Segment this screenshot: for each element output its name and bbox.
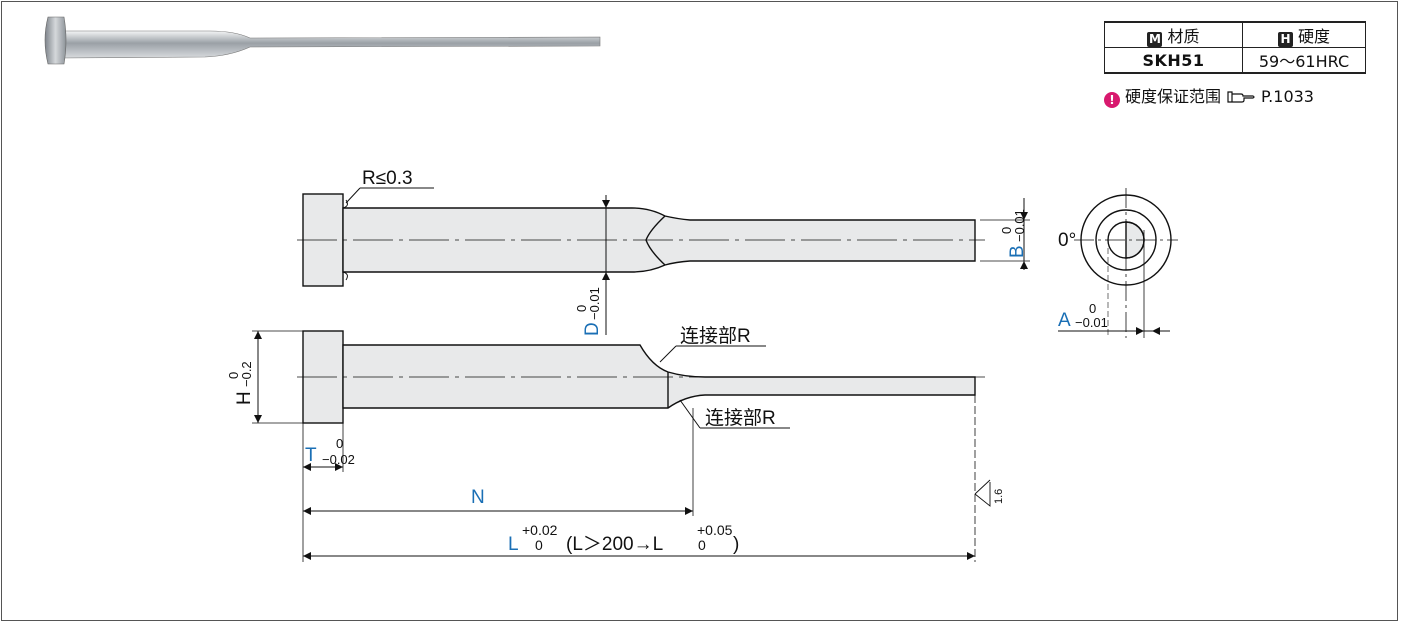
hardness-header: 硬度 <box>1297 27 1330 46</box>
spec-table-row: SKH51 59～61HRC <box>1104 47 1366 74</box>
angle-label: 0° <box>1058 230 1076 251</box>
note-text: 硬度保证范围 <box>1125 87 1222 106</box>
warning-icon: ! <box>1104 92 1120 108</box>
l-tol-lower: 0 <box>535 537 543 553</box>
t-label: T <box>305 445 317 466</box>
l-condition: (L＞200→L <box>566 534 663 555</box>
surface-roughness-value: 1.6 <box>993 489 1005 504</box>
connection-r-bottom-label: 连接部R <box>705 407 776 429</box>
b-dimension-label: B 0 −0.01 <box>999 209 1028 258</box>
l-tol-upper: +0.02 <box>522 522 558 538</box>
h-tol-upper: 0 <box>226 372 241 379</box>
d-dimension-label: D 0 −0.01 <box>574 287 603 336</box>
t-tol-lower: −0.02 <box>322 452 355 467</box>
material-badge-icon: M <box>1147 32 1163 47</box>
front-shank <box>342 344 976 409</box>
material-header: 材质 <box>1167 27 1200 46</box>
a-tol-upper: 0 <box>1089 301 1096 316</box>
corner-radius-label: R≤0.3 <box>362 168 413 189</box>
d-tol-lower: −0.01 <box>587 287 602 320</box>
a-tol-lower: −0.01 <box>1075 315 1108 330</box>
end-view <box>1080 194 1172 286</box>
t-dimension-label: T 0 −0.02 <box>305 436 355 467</box>
l-label: L <box>508 534 519 555</box>
a-dimension-label: A 0 −0.01 <box>1058 301 1108 331</box>
l-close: ) <box>733 534 739 555</box>
surface-roughness-icon: 1.6 <box>974 479 1005 507</box>
d-tol-upper: 0 <box>574 305 589 312</box>
pointing-hand-icon <box>1227 91 1255 103</box>
n-label: N <box>471 487 485 508</box>
product-photo <box>44 16 601 65</box>
spec-table: M 材质 H 硬度 SKH51 59～61HRC <box>1104 21 1366 74</box>
t-tol-upper: 0 <box>336 436 343 451</box>
connection-r-bottom-leader <box>679 399 701 429</box>
l2-tol-upper: +0.05 <box>697 522 733 538</box>
radius-leader <box>345 187 361 204</box>
l-dimension-label: L +0.02 0 (L＞200→L +0.05 0 ) <box>508 522 739 555</box>
hardness-note: ! 硬度保证范围 P.1033 <box>1104 83 1314 108</box>
connection-r-top-label: 连接部R <box>680 325 751 347</box>
hardness-badge-icon: H <box>1277 32 1293 47</box>
a-label: A <box>1058 310 1071 331</box>
h-tol-lower: −0.2 <box>239 361 254 387</box>
l2-tol-lower: 0 <box>698 537 706 553</box>
h-label: H <box>234 391 255 405</box>
connection-r-top-leader <box>659 345 677 363</box>
hardness-value: 59～61HRC <box>1242 47 1366 74</box>
b-tol-lower: −0.01 <box>1012 209 1027 242</box>
d-label: D <box>582 322 603 336</box>
b-label: B <box>1007 245 1028 258</box>
h-dimension-label: H 0 −0.2 <box>226 361 255 405</box>
material-value: SKH51 <box>1104 47 1243 74</box>
page-reference-link[interactable]: P.1033 <box>1261 87 1314 106</box>
b-tol-upper: 0 <box>999 227 1014 234</box>
